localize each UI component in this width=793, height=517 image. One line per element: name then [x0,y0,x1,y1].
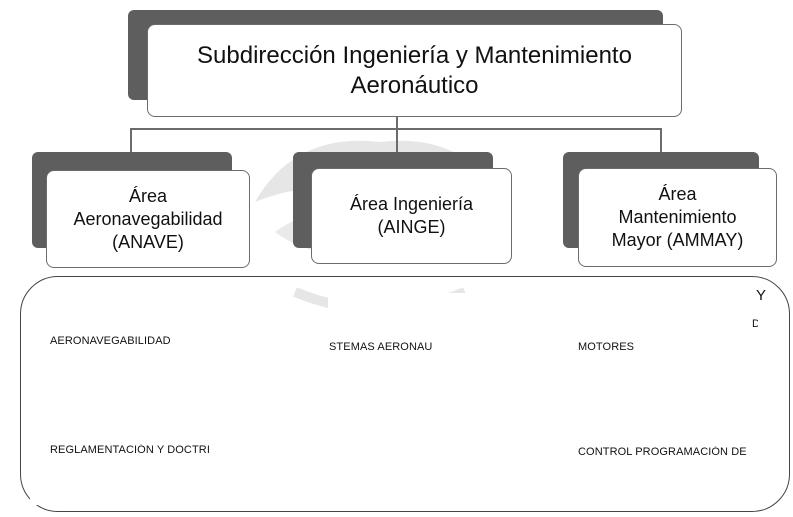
subunit-column-left [30,293,222,505]
connector-root-down [396,117,398,129]
area-ainge-line1: Área Ingeniería [349,194,474,214]
area-box-anave: Área Aeronavegabilidad (ANAVE) [46,170,250,268]
area-ammay-line3: Mayor (AMMAY) [611,230,744,250]
area-ainge-line2: (AINGE) [377,217,446,237]
connector-right-drop [660,128,662,154]
subunit-column-middle [328,293,564,508]
connector-middle-drop [396,128,398,154]
area-box-ammay: Área Mantenimiento Mayor (AMMAY) [578,168,777,267]
subunit-control-programacion: CONTROL PROGRAMACIÓN DE [578,446,747,458]
area-anave-line3: (ANAVE) [112,231,184,252]
subunit-sistemas-aeronauticos: STEMAS AERONAU [329,341,433,353]
subunit-panel [20,276,790,512]
root-title-line1: Subdirección Ingeniería y Mantenimiento [197,41,632,69]
subunit-reglamentacion: REGLAMENTACIÓN Y DOCTRI [50,444,210,456]
clipped-fragment-y: Y [756,287,767,304]
area-anave-line1: Área [128,185,168,206]
root-box: Subdirección Ingeniería y Mantenimiento … [147,24,682,117]
subunit-column-right [575,293,752,508]
area-anave-line2: Aeronavegabilidad [73,208,223,229]
area-ammay-line1: Área [658,184,697,204]
subunit-motores: MOTORES [578,341,635,353]
clipped-fragment-d: D [752,318,758,330]
connector-left-drop [130,128,132,154]
subunit-aeronavegabilidad: AERONAVEGABILIDAD [50,335,171,347]
area-ammay-line2: Mantenimiento [618,207,737,227]
root-title-line2: Aeronáutico [350,71,479,99]
area-box-ainge: Área Ingeniería (AINGE) [311,168,512,264]
